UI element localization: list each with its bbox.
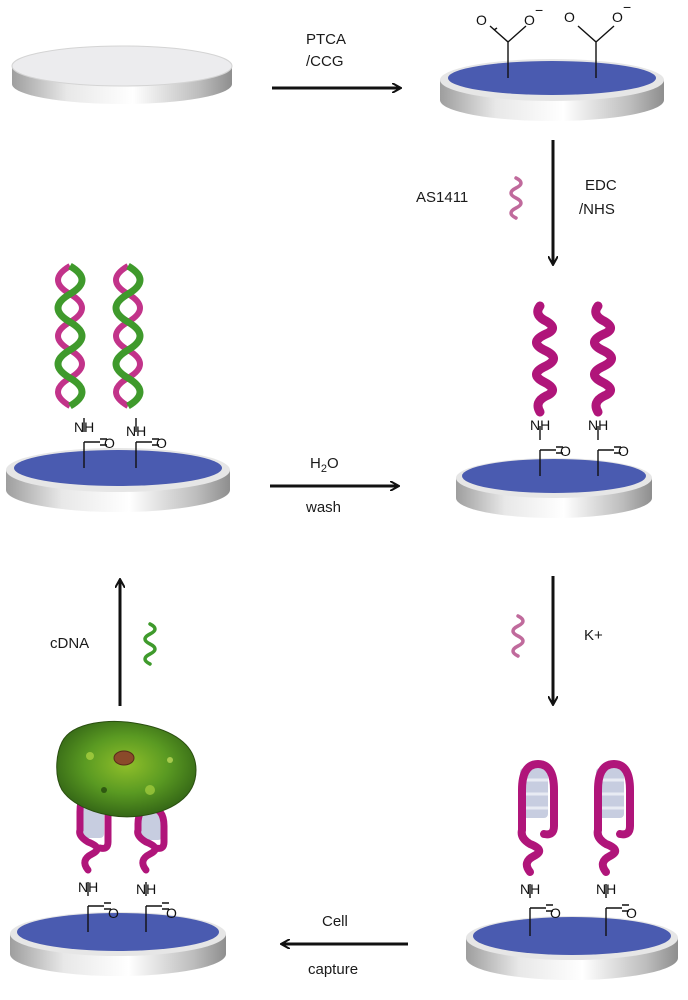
step-label-wash: wash xyxy=(305,499,341,516)
oxygen-label: O xyxy=(166,905,177,921)
duplex-helix xyxy=(54,262,86,410)
aptamer-reagent-icon xyxy=(509,176,523,220)
electrode-aptamer: NH O NH O xyxy=(456,301,652,518)
electrode-duplex: NH O NH O xyxy=(6,262,230,512)
oxygen-label: O xyxy=(564,9,575,25)
step-label-ptca: PTCA xyxy=(306,31,346,48)
minus-charge: − xyxy=(535,2,543,18)
step-arrow-cdna: cDNA xyxy=(50,580,157,706)
oxygen-minus-label: O xyxy=(524,12,535,28)
step-label-capture: capture xyxy=(308,961,358,978)
step-arrow-wash: H2O wash xyxy=(270,455,398,516)
aptamer-strand xyxy=(532,301,558,417)
oxygen-label: O xyxy=(108,905,119,921)
nh-label: NH xyxy=(136,881,156,897)
nh-label: NH xyxy=(596,881,616,897)
electrode-carboxyl: O O − O O − xyxy=(440,0,664,121)
step-label-h2o: H2O xyxy=(310,455,339,475)
oxygen-label: O xyxy=(476,12,487,28)
nh-label: NH xyxy=(520,881,540,897)
step-label-edc: EDC xyxy=(585,177,617,194)
electrode-quadruplex: NH O NH O xyxy=(466,759,678,980)
nh-label: NH xyxy=(530,417,550,433)
step-label-nhs: /NHS xyxy=(579,201,615,218)
reagent-label-k: K+ xyxy=(584,627,603,644)
cell-nucleus xyxy=(113,750,135,766)
step-arrow-edc: EDC /NHS AS1411 xyxy=(416,140,617,264)
reagent-label-cdna: cDNA xyxy=(50,635,89,652)
step-label-cell: Cell xyxy=(322,913,348,930)
g-quadruplex xyxy=(593,759,634,876)
cdna-reagent-icon xyxy=(143,622,157,666)
step-arrow-capture: Cell capture xyxy=(282,913,408,978)
nh-label: NH xyxy=(588,417,608,433)
duplex-helix xyxy=(112,262,144,410)
captured-cell xyxy=(56,720,197,818)
reagent-label-as1411: AS1411 xyxy=(416,189,468,206)
oxygen-label: O xyxy=(156,435,167,451)
oxygen-label: O xyxy=(104,435,115,451)
nh-label: NH xyxy=(74,419,94,435)
step-arrow-k: K+ xyxy=(511,576,603,704)
aptamer-strand xyxy=(590,301,616,417)
carboxylate-group: O O − xyxy=(476,2,543,78)
oxygen-label: O xyxy=(626,905,637,921)
nh-label: NH xyxy=(126,423,146,439)
oxygen-minus-label: O xyxy=(612,9,623,25)
oxygen-label: O xyxy=(560,443,571,459)
electrode-cell-captured: NH O NH O xyxy=(10,720,226,976)
electrode-bare xyxy=(11,45,233,104)
g-quadruplex xyxy=(517,759,558,876)
nh-label: NH xyxy=(78,879,98,895)
oxygen-label: O xyxy=(618,443,629,459)
aptamer-reagent-icon xyxy=(511,614,525,658)
oxygen-label: O xyxy=(550,905,561,921)
minus-charge: − xyxy=(623,0,631,15)
carboxylate-group: O O − xyxy=(564,0,631,78)
step-arrow-ptca: PTCA /CCG xyxy=(272,31,400,88)
step-label-ccg: /CCG xyxy=(306,53,344,70)
